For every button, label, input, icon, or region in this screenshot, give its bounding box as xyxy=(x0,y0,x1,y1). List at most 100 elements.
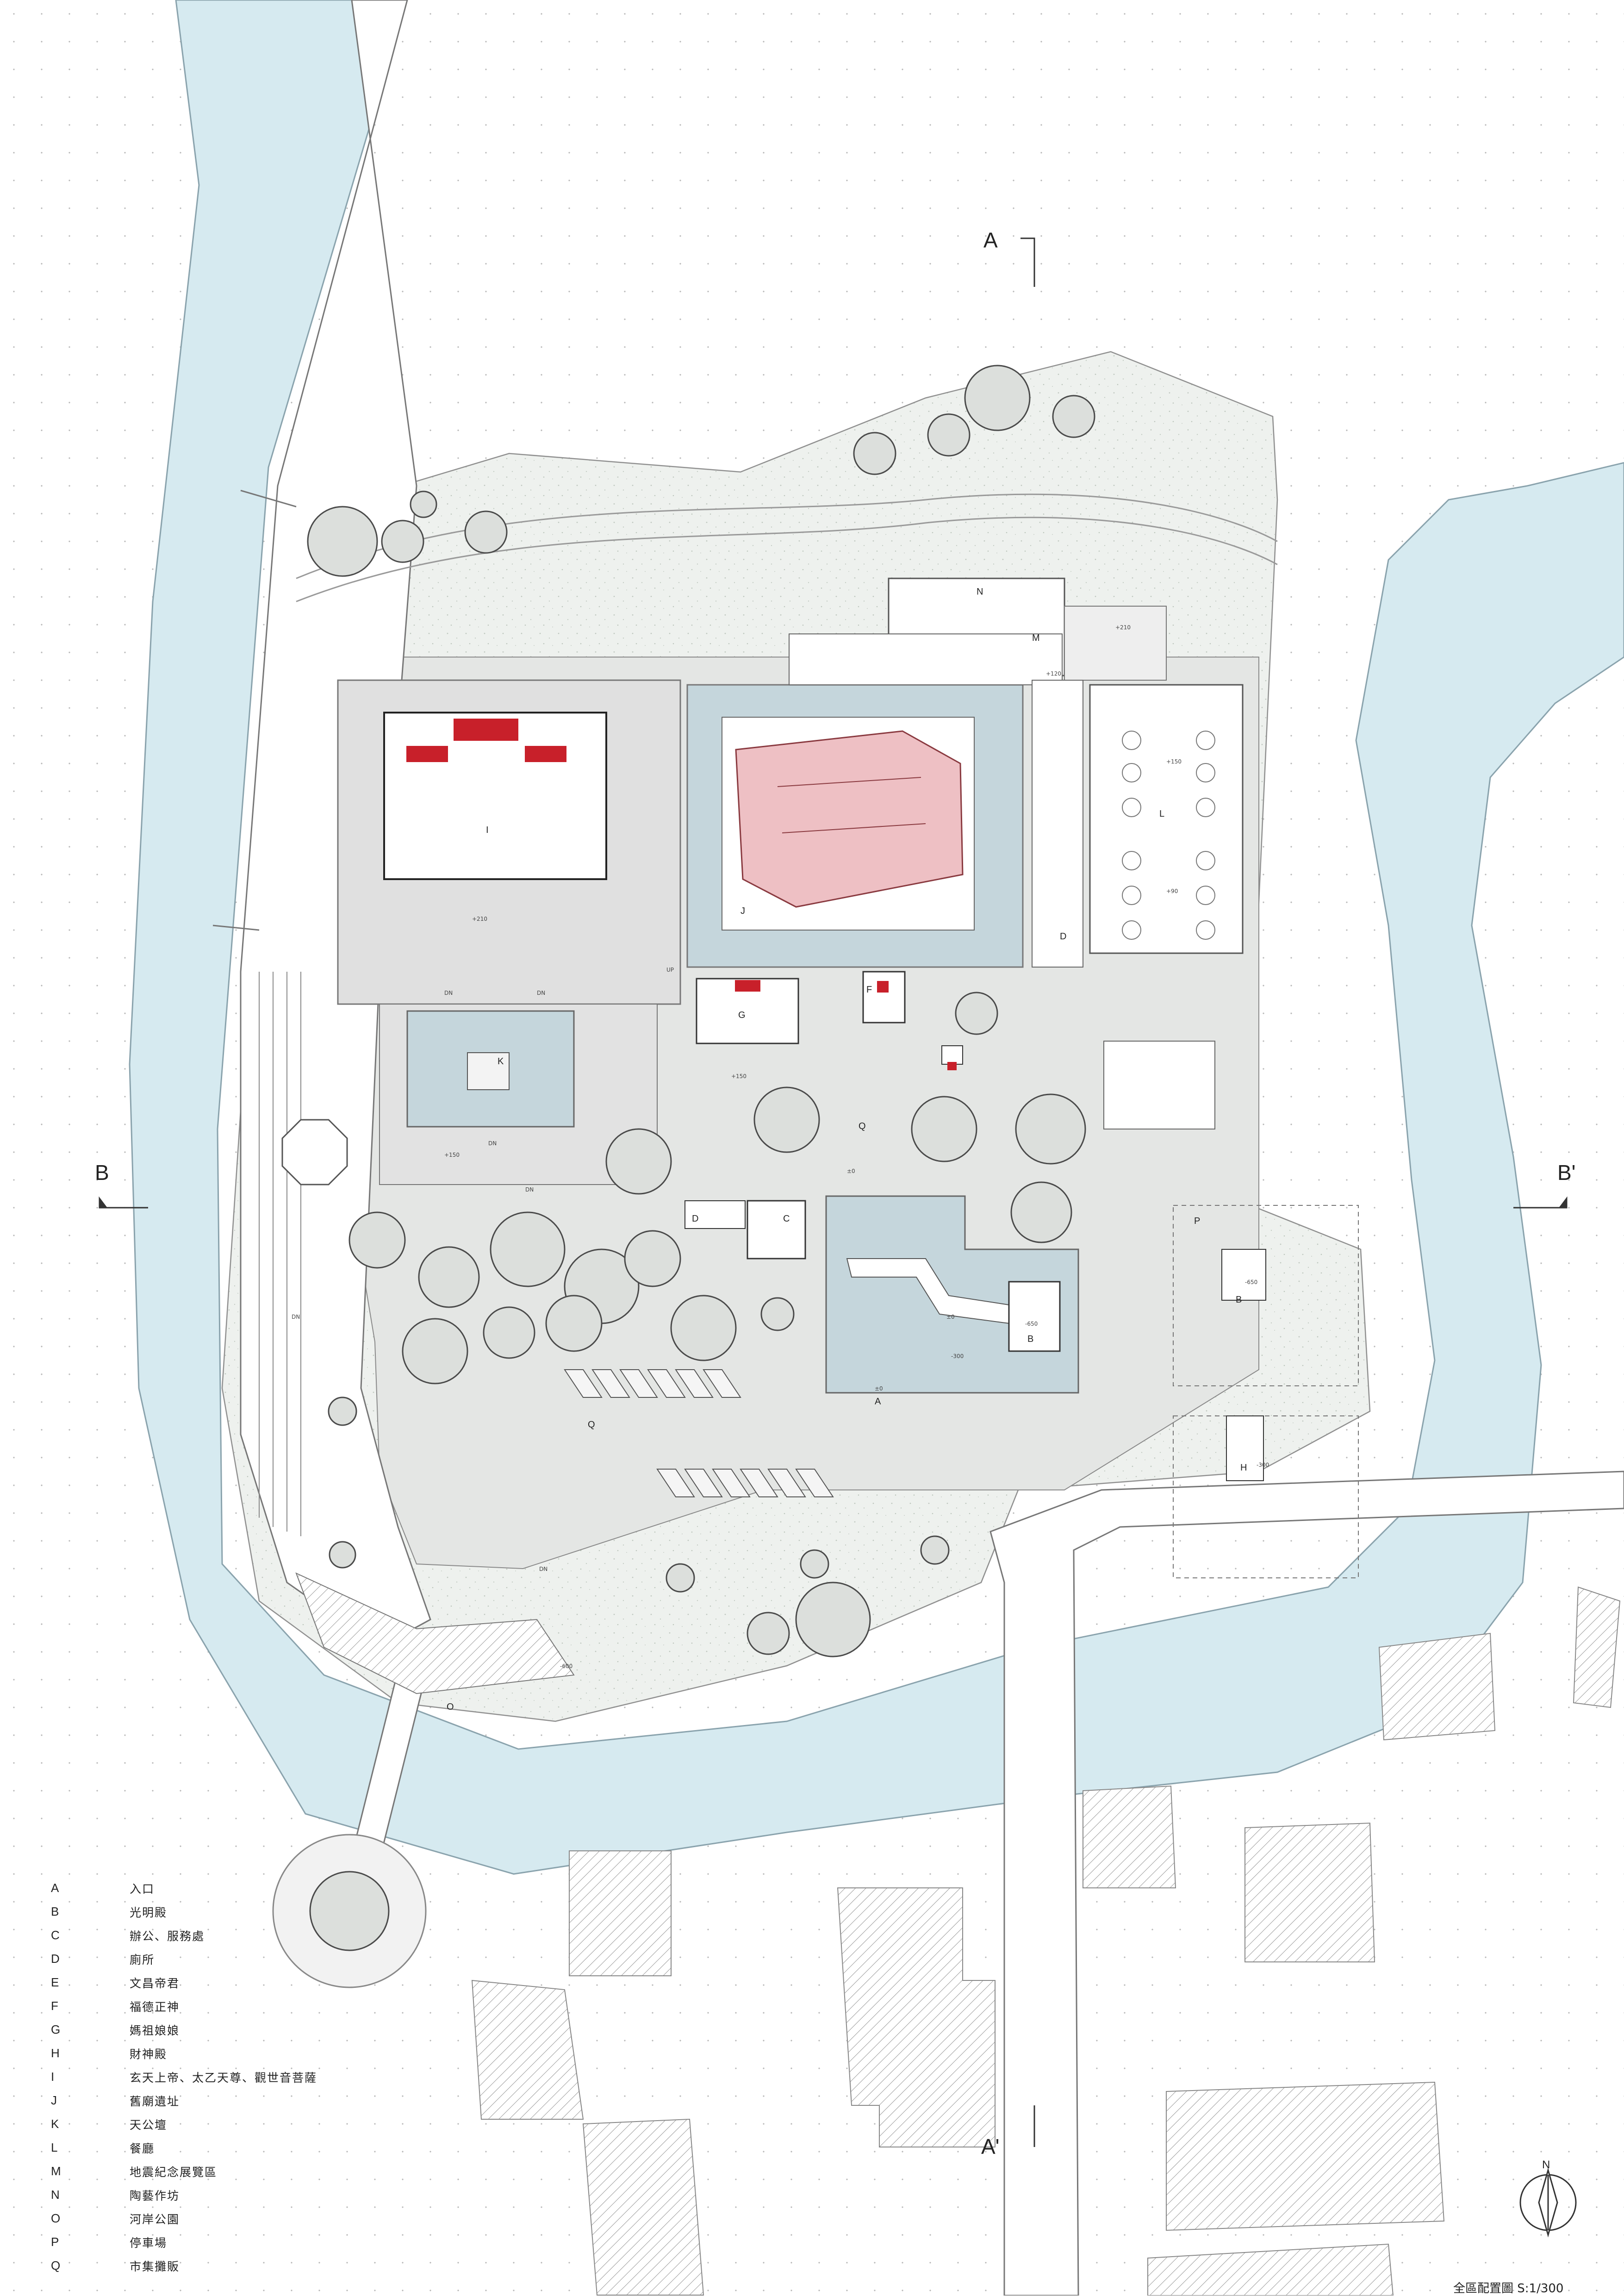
shrine-e-altar xyxy=(947,1062,957,1070)
market-stalls xyxy=(564,1369,834,1497)
office-c xyxy=(747,1200,806,1260)
legend-key: E xyxy=(51,1975,59,1989)
section-b-prime: B' xyxy=(1557,1160,1575,1185)
stair-dn-5: DN xyxy=(539,1566,548,1572)
shrine-g-altar xyxy=(735,980,760,992)
section-b: B xyxy=(95,1160,109,1185)
hall-b xyxy=(1008,1281,1061,1352)
legend-key: M xyxy=(51,2164,61,2178)
legend-row-j: J 舊廟遺址 xyxy=(51,2089,403,2112)
legend-label: 福德正神 xyxy=(130,2000,180,2014)
legend-row-f: F 福德正神 xyxy=(51,1994,403,2018)
tag-a: A xyxy=(875,1396,881,1407)
elev-13: -650 xyxy=(1245,1279,1257,1285)
legend-row-q: Q 市集攤販 xyxy=(51,2254,403,2277)
legend-label: 媽祖娘娘 xyxy=(130,2023,180,2037)
legend-key: O xyxy=(51,2211,61,2225)
tag-i: I xyxy=(486,825,489,835)
legend-key: I xyxy=(51,2070,55,2084)
legend-row-c: C 辦公、服務處 xyxy=(51,1924,403,1947)
north-arrow xyxy=(1519,2167,1577,2238)
scale-caption: 全區配置圖 S:1/300 xyxy=(1453,2282,1564,2296)
restaurant-tables xyxy=(1122,731,1215,940)
tag-n: N xyxy=(977,587,983,597)
shrine-f xyxy=(862,971,906,1024)
legend-row-i: I 玄天上帝、太乙天尊、觀世音菩薩 xyxy=(51,2065,403,2089)
legend-row-m: M 地震紀念展覽區 xyxy=(51,2159,403,2183)
legend-row-a: A 入口 xyxy=(51,1876,403,1900)
legend-row-b: B 光明殿 xyxy=(51,1900,403,1924)
tag-g: G xyxy=(738,1010,746,1020)
elev-8: +120 xyxy=(1046,670,1061,677)
tag-p: P xyxy=(1194,1216,1200,1226)
legend-key: F xyxy=(51,1999,58,2013)
tag-q2: Q xyxy=(859,1121,866,1131)
corridor-d xyxy=(1032,680,1083,968)
legend-label: 入口 xyxy=(130,1882,155,1896)
elev-7: +210 xyxy=(1115,624,1131,631)
legend-key: C xyxy=(51,1928,60,1942)
legend-label: 舊廟遺址 xyxy=(130,2094,180,2108)
tag-m: M xyxy=(1032,633,1040,643)
legend-label: 停車場 xyxy=(130,2236,168,2250)
elev-1: +210 xyxy=(472,916,487,922)
legend-label: 文昌帝君 xyxy=(130,1976,180,1990)
altar-k xyxy=(467,1052,510,1090)
elev-15: -600 xyxy=(560,1663,572,1669)
legend-label: 天公壇 xyxy=(130,2118,168,2132)
shrine-e xyxy=(941,1045,963,1065)
legend-key: Q xyxy=(51,2259,61,2272)
tag-h: H xyxy=(1240,1463,1247,1473)
elev-6: ±0 xyxy=(875,1385,883,1392)
elev-2: +150 xyxy=(444,1152,460,1158)
parking-lot xyxy=(1103,1041,1215,1129)
legend-label: 財神殿 xyxy=(130,2047,168,2061)
hall-i-shrine-right xyxy=(525,746,566,762)
legend-label: 餐廳 xyxy=(130,2141,155,2155)
shrine-b2 xyxy=(1221,1249,1266,1301)
park-path xyxy=(296,516,1278,602)
elev-10: +90 xyxy=(1166,888,1178,894)
trees xyxy=(307,365,1095,1951)
tag-b2: B xyxy=(1236,1295,1242,1305)
road-southeast xyxy=(989,1471,1624,2296)
legend-label: 廁所 xyxy=(130,1953,155,1967)
stair-dn-4: DN xyxy=(292,1314,300,1320)
parking-p xyxy=(1173,1205,1359,1386)
legend-key: A xyxy=(51,1881,59,1895)
tag-l: L xyxy=(1159,809,1164,819)
legend-key: K xyxy=(51,2117,59,2131)
legend-key: G xyxy=(51,2023,61,2036)
legend-key: N xyxy=(51,2188,60,2202)
octagon-pavilion xyxy=(281,1119,348,1185)
legend-label: 市集攤販 xyxy=(130,2259,180,2273)
corridor-m xyxy=(789,633,1063,685)
elev-4: ±0 xyxy=(847,1168,855,1174)
elev-12: -300 xyxy=(951,1353,964,1359)
legend-label: 玄天上帝、太乙天尊、觀世音菩薩 xyxy=(130,2071,317,2085)
legend-label: 陶藝作坊 xyxy=(130,2189,180,2203)
legend-label: 地震紀念展覽區 xyxy=(130,2165,218,2179)
wealth-hall-zone xyxy=(1173,1415,1359,1578)
tag-b: B xyxy=(1027,1334,1033,1344)
legend-key: B xyxy=(51,1905,59,1918)
tag-k: K xyxy=(498,1056,504,1067)
legend-label: 光明殿 xyxy=(130,1905,168,1919)
stair-dn-6: DN xyxy=(525,1186,534,1193)
legend-label: 辦公、服務處 xyxy=(130,1929,205,1943)
stair-dn-3: DN xyxy=(488,1140,497,1147)
hall-i-shrine-left xyxy=(406,746,448,762)
legend-row-o: O 河岸公園 xyxy=(51,2207,403,2230)
legend-key: J xyxy=(51,2093,57,2107)
wealth-hall-h xyxy=(1226,1415,1264,1481)
annex-m xyxy=(1064,606,1167,681)
tag-d2: D xyxy=(1060,931,1066,942)
section-lines xyxy=(99,237,1568,2147)
elev-5: ±0 xyxy=(946,1314,955,1320)
restaurant-l xyxy=(1089,684,1244,954)
legend-label: 河岸公園 xyxy=(130,2212,180,2226)
